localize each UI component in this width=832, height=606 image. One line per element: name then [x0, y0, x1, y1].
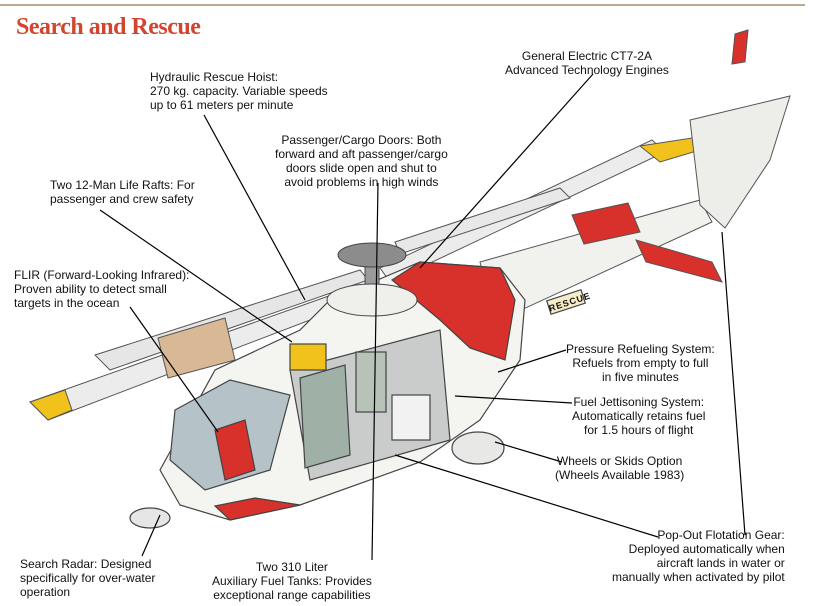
callout-refuel: Pressure Refueling System:Refuels from e…: [566, 342, 715, 384]
callout-flir: FLIR (Forward-Looking Infrared):Proven a…: [14, 268, 190, 310]
tail-boom: [479, 29, 791, 323]
fuselage: [129, 261, 587, 529]
callout-jettison: Fuel Jettisoning System:Automatically re…: [572, 395, 706, 437]
callout-hoist: Hydraulic Rescue Hoist:270 kg. capacity.…: [150, 70, 328, 112]
page-title: Search and Rescue: [16, 14, 201, 40]
top-rule: [0, 4, 805, 6]
leader-lines: [99, 73, 746, 561]
callout-wheels: Wheels or Skids Option(Wheels Available …: [555, 454, 685, 482]
rotor-hub: [326, 242, 418, 317]
callout-flotation: Pop-Out Flotation Gear:Deployed automati…: [612, 528, 785, 584]
rotor-blades: [29, 137, 701, 421]
